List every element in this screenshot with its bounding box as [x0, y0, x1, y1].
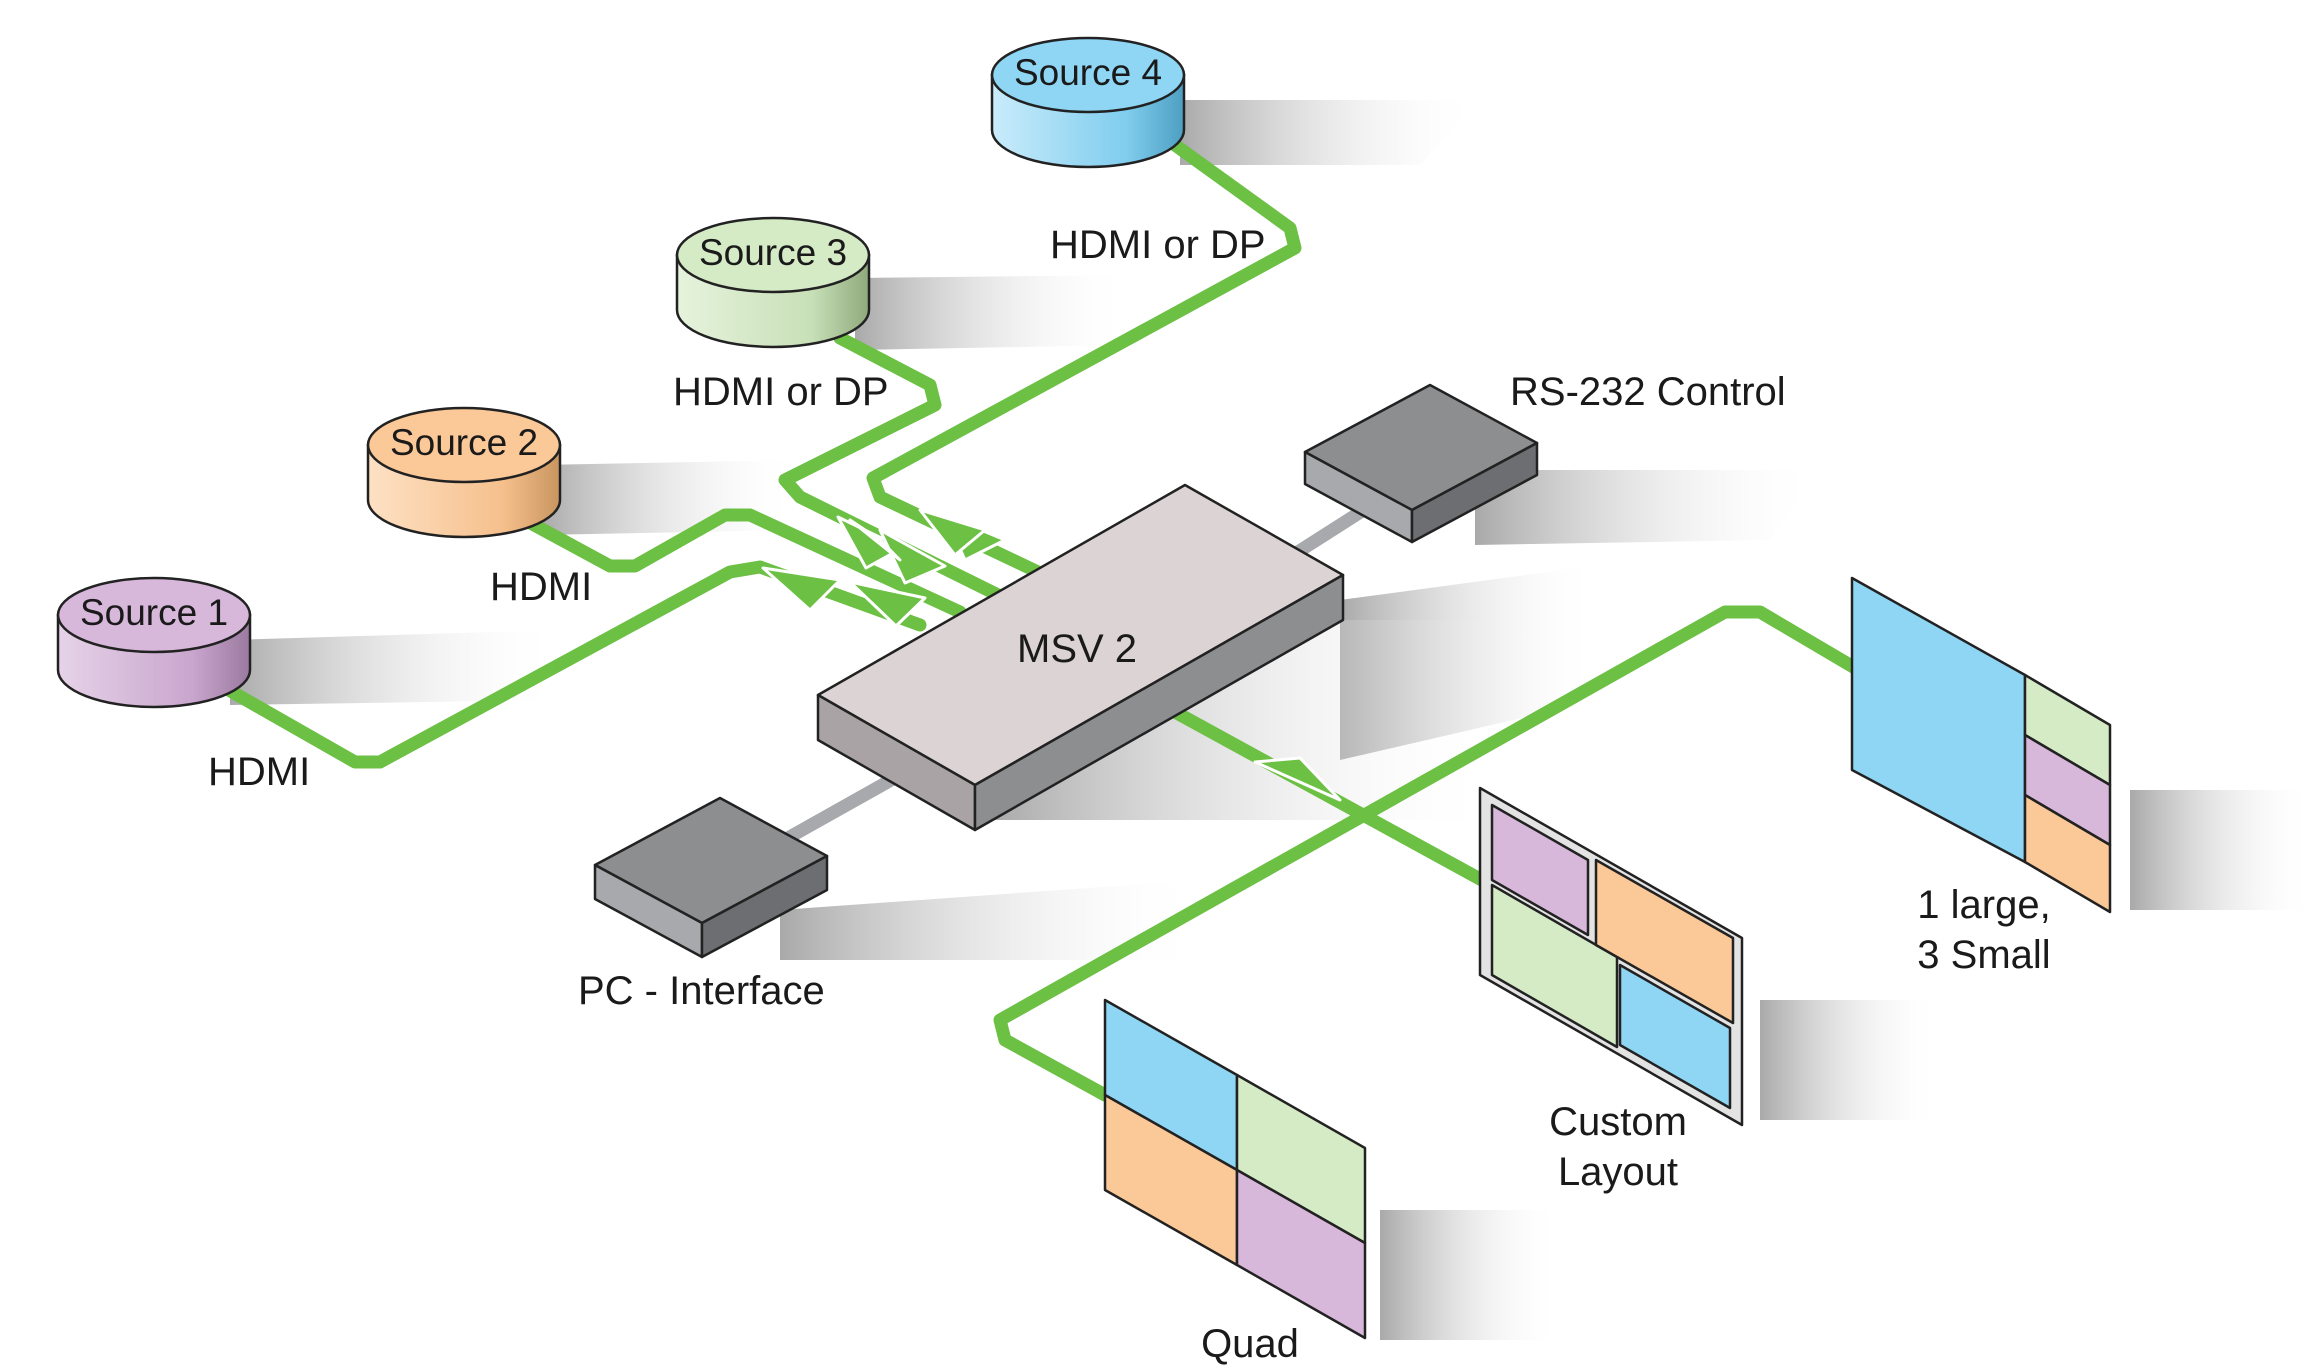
- source-1: Source 1: [56, 576, 252, 709]
- custom-layout-display: [1478, 786, 1744, 1127]
- source-2-connection-label: HDMI: [490, 565, 592, 609]
- large-small-label-line2: 3 Small: [1917, 933, 2050, 977]
- quad-display: [1103, 998, 1367, 1340]
- source-2: Source 2: [366, 406, 562, 539]
- source-1-label: Source 1: [80, 592, 228, 633]
- pc-interface-box: [593, 796, 829, 959]
- source-3-label: Source 3: [699, 232, 847, 273]
- arrow-icon: [761, 566, 842, 612]
- source-3-connection-label: HDMI or DP: [673, 370, 889, 414]
- quad-label: Quad: [1201, 1322, 1299, 1366]
- video-cables: [213, 138, 1862, 1102]
- pc-interface-label: PC - Interface: [578, 969, 825, 1013]
- arrow-icon: [918, 508, 987, 557]
- rs232-control-box: [1303, 383, 1539, 544]
- source-4: Source 4: [990, 36, 1186, 169]
- signal-arrows: [761, 508, 1342, 802]
- switcher-label: MSV 2: [1017, 627, 1137, 671]
- large-small-display: [1850, 576, 2112, 914]
- arrow-icon: [878, 528, 947, 585]
- drop-shadows: [230, 100, 2314, 1340]
- large-small-label-line1: 1 large,: [1917, 883, 2050, 927]
- rs232-label: RS-232 Control: [1510, 370, 1786, 414]
- arrow-icon: [848, 580, 927, 628]
- arrow-icon: [848, 518, 902, 562]
- custom-layout-label-line1: Custom: [1549, 1100, 1687, 1144]
- source-2-label: Source 2: [390, 422, 538, 463]
- source-1-connection-label: HDMI: [208, 750, 310, 794]
- source-3: Source 3: [675, 216, 871, 349]
- source-4-label: Source 4: [1014, 52, 1162, 93]
- msv2-switcher: [816, 483, 1345, 832]
- custom-layout-label-line2: Layout: [1558, 1150, 1678, 1194]
- source-4-connection-label: HDMI or DP: [1050, 223, 1266, 267]
- arrow-icon: [1253, 756, 1342, 802]
